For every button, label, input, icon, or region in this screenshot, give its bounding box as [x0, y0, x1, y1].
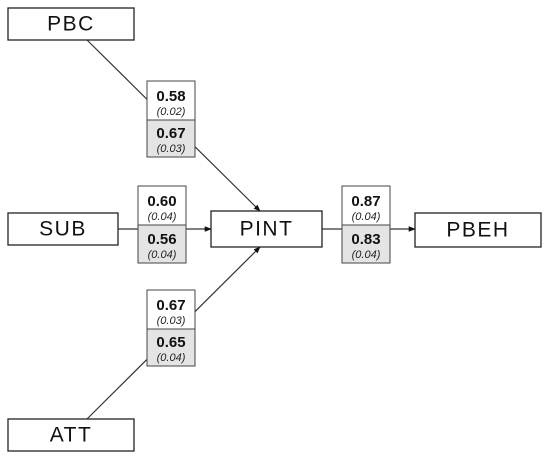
se-sub-pint-top: (0.04) — [148, 211, 177, 223]
node-pbeh: PBEH — [414, 212, 542, 248]
coef-pint-pbeh-bottom: 0.83 — [351, 231, 380, 248]
coef-pbc-pint-bottom: 0.67 — [156, 125, 185, 142]
se-att-pint-top: (0.03) — [157, 315, 186, 327]
se-att-pint-bottom: (0.04) — [157, 352, 186, 364]
se-pbc-pint-bottom: (0.03) — [157, 143, 186, 155]
se-pbc-pint-top: (0.02) — [157, 106, 186, 118]
coef-pint-pbeh-top: 0.87 — [351, 193, 380, 210]
node-pbc: PBC — [7, 7, 135, 41]
se-pint-pbeh-bottom: (0.04) — [352, 249, 381, 261]
node-att: ATT — [7, 418, 135, 452]
coef-box-att-pint: 0.67 (0.03) 0.65 (0.04) — [146, 289, 196, 367]
node-pint-label: PINT — [240, 218, 294, 241]
se-sub-pint-bottom: (0.04) — [148, 249, 177, 261]
node-pint: PINT — [210, 210, 323, 248]
node-pbeh-label: PBEH — [446, 219, 509, 242]
coef-box-pbc-pint: 0.58 (0.02) 0.67 (0.03) — [146, 80, 196, 158]
coef-att-pint-bottom: 0.65 — [156, 334, 185, 351]
node-sub: SUB — [7, 212, 119, 246]
coef-pbc-pint-top: 0.58 — [156, 88, 185, 105]
coef-att-pint-top: 0.67 — [156, 297, 185, 314]
coef-box-sub-pint: 0.60 (0.04) 0.56 (0.04) — [137, 185, 187, 264]
node-pbc-label: PBC — [47, 13, 95, 36]
coef-sub-pint-bottom: 0.56 — [147, 231, 176, 248]
coef-box-pint-pbeh: 0.87 (0.04) 0.83 (0.04) — [341, 185, 391, 264]
coef-sub-pint-top: 0.60 — [147, 193, 176, 210]
node-att-label: ATT — [50, 424, 93, 447]
node-sub-label: SUB — [39, 218, 87, 241]
se-pint-pbeh-top: (0.04) — [352, 211, 381, 223]
